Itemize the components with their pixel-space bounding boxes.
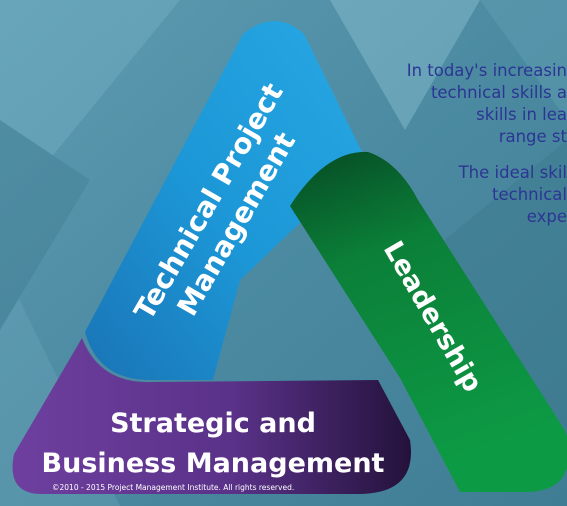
technical-project-management-side xyxy=(85,21,366,380)
intro-paragraph-1: In today's increasin technical skills a … xyxy=(267,60,567,148)
intro-line: In today's increasin xyxy=(406,61,567,80)
strategic-label-line1: Strategic and xyxy=(110,408,316,439)
leadership-side xyxy=(290,151,567,492)
intro-text-block: In today's increasin technical skills a … xyxy=(267,60,567,242)
intro-line: technical skills a xyxy=(430,83,567,102)
intro-line: expe xyxy=(526,207,567,226)
intro-line: range st xyxy=(498,127,567,146)
strategic-label-line2: Business Management xyxy=(42,448,385,479)
intro-paragraph-2: The ideal skil technical expe xyxy=(267,162,567,228)
intro-line: The ideal skil xyxy=(458,163,567,182)
intro-line: technical xyxy=(492,185,567,204)
strategic-business-management-side xyxy=(12,338,412,494)
copyright-notice: ©2010 - 2015 Project Management Institut… xyxy=(52,483,294,492)
intro-line: skills in lea xyxy=(476,105,567,124)
